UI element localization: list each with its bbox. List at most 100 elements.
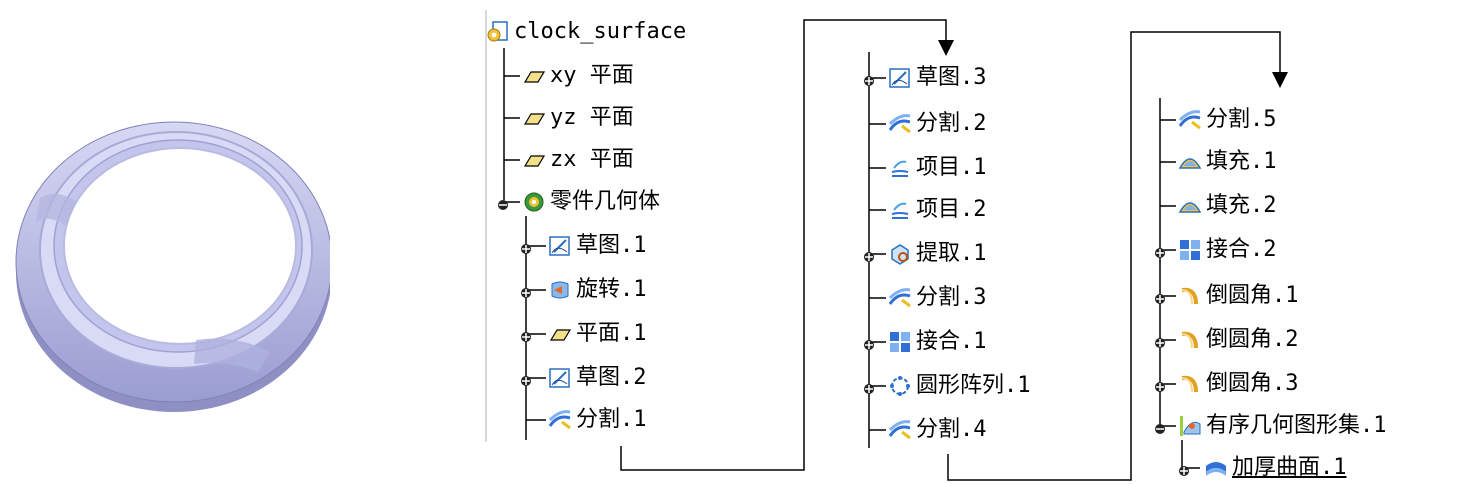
node-label: 倒圆角.1	[1206, 283, 1299, 308]
node-label: 草图.3	[916, 65, 987, 90]
fill-icon	[1178, 194, 1202, 218]
ordered-geometrical-set-icon	[1178, 414, 1202, 438]
node-label: xy 平面	[550, 63, 634, 88]
node-label: 圆形阵列.1	[916, 373, 1031, 398]
fillet-icon	[1178, 328, 1202, 352]
fillet-icon	[1178, 372, 1202, 396]
sketch-icon	[548, 366, 572, 390]
node-label: 分割.1	[576, 407, 647, 432]
node-label: 有序几何图形集.1	[1206, 413, 1387, 438]
split-icon	[1178, 108, 1202, 132]
tree-node[interactable]: 填充.1	[1178, 146, 1277, 178]
split-icon	[888, 112, 912, 136]
tree-node[interactable]: 有序几何图形集.1	[1178, 410, 1387, 442]
node-label: 项目.1	[916, 155, 987, 180]
revolve-icon	[548, 278, 572, 302]
tree-node[interactable]: 接合.2	[1178, 234, 1277, 266]
node-label: yz 平面	[550, 105, 634, 130]
tree-node[interactable]: 提取.1	[888, 238, 987, 270]
tree-node[interactable]: 分割.1	[548, 404, 647, 436]
split-icon	[888, 286, 912, 310]
tree-node[interactable]: 项目.1	[888, 152, 987, 184]
node-label: 加厚曲面.1	[1232, 455, 1347, 480]
tree-node[interactable]: 分割.4	[888, 414, 987, 446]
node-label: 倒圆角.3	[1206, 371, 1299, 396]
clock-ring-model	[15, 121, 330, 412]
node-label: 分割.5	[1206, 107, 1277, 132]
plane-icon	[522, 148, 546, 172]
expand-icon[interactable]	[1154, 334, 1166, 348]
expand-icon[interactable]	[863, 336, 875, 350]
expand-icon[interactable]	[1154, 378, 1166, 392]
expand-icon[interactable]	[1154, 290, 1166, 304]
tree-node[interactable]: zx 平面	[522, 144, 634, 176]
node-label: 草图.2	[576, 365, 647, 390]
tree-node[interactable]: 平面.1	[548, 318, 647, 350]
sketch-icon	[888, 66, 912, 90]
tree-node[interactable]: 分割.2	[888, 108, 987, 140]
expand-icon[interactable]	[863, 380, 875, 394]
tree-node[interactable]: 草图.2	[548, 362, 647, 394]
tree-node[interactable]: 草图.3	[888, 62, 987, 94]
arrow-down-icon	[1272, 72, 1288, 88]
sketch-icon	[548, 234, 572, 258]
node-label: 分割.4	[916, 417, 987, 442]
expand-icon[interactable]	[863, 248, 875, 262]
plane-icon	[548, 322, 572, 346]
node-label: 填充.2	[1206, 193, 1277, 218]
node-label: 倒圆角.2	[1206, 327, 1299, 352]
node-label: 草图.1	[576, 233, 647, 258]
tree-node[interactable]: xy 平面	[522, 60, 634, 92]
tree-node[interactable]: 倒圆角.1	[1178, 280, 1299, 312]
tree-node[interactable]: 分割.5	[1178, 104, 1277, 136]
root-label: clock_surface	[514, 19, 687, 44]
node-label: 接合.2	[1206, 237, 1277, 262]
collapse-icon[interactable]	[497, 196, 509, 210]
collapse-icon[interactable]	[1154, 420, 1166, 434]
tree-node-selected[interactable]: 加厚曲面.1	[1204, 452, 1347, 484]
part-document-icon	[486, 20, 510, 44]
expand-icon[interactable]	[1154, 244, 1166, 258]
tree-node[interactable]: 分割.3	[888, 282, 987, 314]
projection-icon	[888, 156, 912, 180]
node-label: 旋转.1	[576, 277, 647, 302]
tree-node[interactable]: 倒圆角.2	[1178, 324, 1299, 356]
fill-icon	[1178, 150, 1202, 174]
node-label: 分割.2	[916, 111, 987, 136]
node-label: 项目.2	[916, 197, 987, 222]
thick-surface-icon	[1204, 456, 1228, 480]
plane-icon	[522, 64, 546, 88]
tree-node[interactable]: 圆形阵列.1	[888, 370, 1031, 402]
node-label: zx 平面	[550, 147, 634, 172]
node-label: 填充.1	[1206, 149, 1277, 174]
tree-node[interactable]: 项目.2	[888, 194, 987, 226]
node-label: 零件几何体	[550, 189, 661, 214]
expand-icon[interactable]	[1178, 462, 1190, 476]
extract-icon	[888, 242, 912, 266]
tree-node[interactable]: 接合.1	[888, 326, 987, 358]
join-icon	[1178, 238, 1202, 262]
tree-node-part-body[interactable]: 零件几何体	[522, 186, 660, 218]
projection-icon	[888, 198, 912, 222]
tree-node[interactable]: yz 平面	[522, 102, 634, 134]
expand-icon[interactable]	[863, 72, 875, 86]
circular-pattern-icon	[888, 374, 912, 398]
expand-icon[interactable]	[520, 284, 532, 298]
tree-node[interactable]: 填充.2	[1178, 190, 1277, 222]
expand-icon[interactable]	[520, 372, 532, 386]
plane-icon	[522, 106, 546, 130]
tree-node[interactable]: 草图.1	[548, 230, 647, 262]
node-label: 平面.1	[576, 321, 647, 346]
expand-icon[interactable]	[520, 240, 532, 254]
expand-icon[interactable]	[520, 328, 532, 342]
split-icon	[888, 418, 912, 442]
join-icon	[888, 330, 912, 354]
tree-root[interactable]: clock_surface	[486, 16, 686, 48]
tree-node[interactable]: 倒圆角.3	[1178, 368, 1299, 400]
fillet-icon	[1178, 284, 1202, 308]
node-label: 接合.1	[916, 329, 987, 354]
node-label: 提取.1	[916, 241, 987, 266]
tree-node[interactable]: 旋转.1	[548, 274, 647, 306]
split-icon	[548, 408, 572, 432]
